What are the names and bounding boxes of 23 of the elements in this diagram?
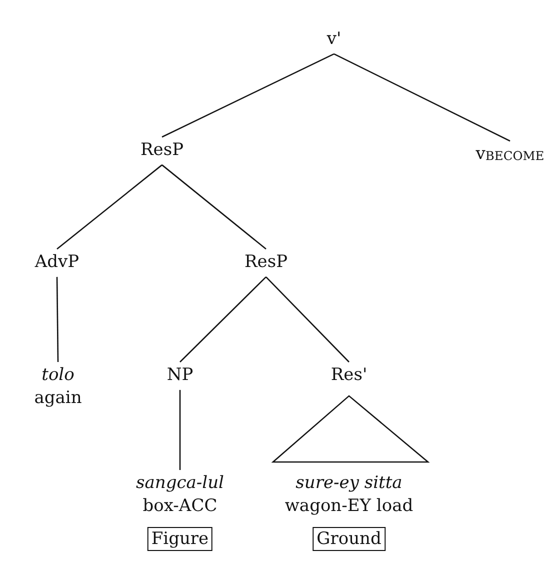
tree-branch <box>162 164 266 250</box>
triangle-branch <box>271 395 430 463</box>
word-form: sangca-lul <box>136 472 224 495</box>
word-form: tolo <box>40 364 76 387</box>
tree-branch <box>56 276 59 362</box>
gloss: box-ACC <box>142 494 218 518</box>
tree-branch <box>180 276 266 362</box>
tree-label: AdvP <box>34 251 80 274</box>
tree-label: ResP <box>140 139 184 162</box>
tree-branch <box>334 53 510 142</box>
word-form: sure-ey sitta <box>294 472 404 495</box>
tree-label: NP <box>166 364 194 387</box>
label-box: Ground <box>312 527 386 552</box>
label-box: Figure <box>147 527 213 552</box>
tree-branch <box>162 53 334 138</box>
tree-branch <box>56 164 162 250</box>
tree-label: ResP <box>244 251 288 274</box>
tree-branch <box>266 276 350 362</box>
gloss: again <box>34 386 82 410</box>
tree-branch <box>179 390 181 470</box>
tree-label: v' <box>326 28 342 51</box>
tree-label: Res' <box>330 364 368 387</box>
gloss: wagon-EY load <box>284 494 414 518</box>
